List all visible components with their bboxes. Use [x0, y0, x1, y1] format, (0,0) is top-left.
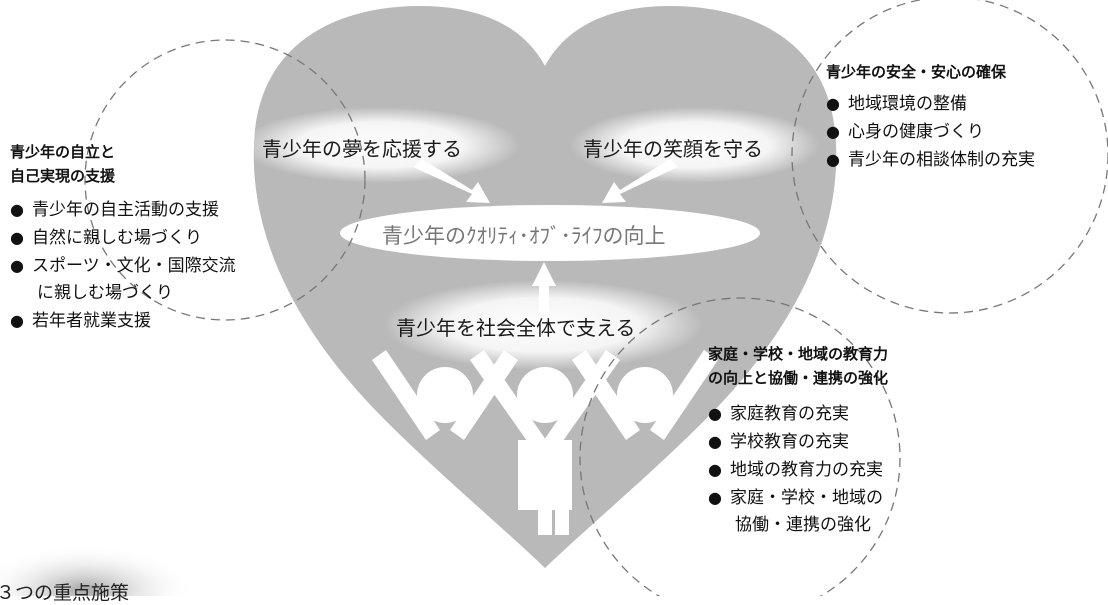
arrow-from-bottom [532, 262, 556, 323]
group-right-heading: 青少年の安全・安心の確保 [826, 63, 1007, 81]
list-item: ●青少年の相談体制の充実 [826, 150, 1035, 170]
list-item: ●地域の教育力の充実 [708, 460, 883, 480]
bullet-icon: ● [708, 432, 722, 451]
center-goal-label: 青少年のｸｵﾘﾃｨ･ｵﾌﾞ･ﾗｲﾌの向上 [382, 224, 666, 248]
list-item: ●青少年の自主活動の支援 [10, 200, 219, 220]
dashed-circle-left [84, 39, 366, 321]
glow-bottom [383, 280, 703, 370]
list-item: ●若年者就業支援 [10, 311, 151, 331]
group-right: 青少年の安全・安心の確保 ●地域環境の整備 ●心身の健康づくり ●青少年の相談体… [826, 60, 1035, 174]
bullet-icon: ● [708, 488, 722, 507]
bullet-icon: ● [826, 122, 840, 141]
bullet-icon: ● [826, 150, 840, 169]
list-item: ●地域環境の整備 [826, 94, 967, 114]
group-bottom-list: ●家庭教育の充実 ●学校教育の充実 ●地域の教育力の充実 ●家庭・学校・地域の協… [708, 400, 888, 539]
bullet-icon: ● [10, 200, 24, 219]
group-left-heading: 青少年の自立と 自己実現の支援 [10, 143, 116, 185]
bottom-left-caption: ３つの重点施策 [0, 582, 130, 604]
bullet-icon: ● [708, 404, 722, 423]
glow-top-right [570, 107, 820, 183]
arrow-from-top-left [413, 159, 490, 203]
list-item: ●心身の健康づくり [826, 122, 984, 142]
glow-top-left [240, 107, 520, 183]
bullet-icon: ● [10, 228, 24, 247]
arrow-from-top-right [602, 159, 678, 203]
top-left-phrase: 青少年の夢を応援する [262, 137, 462, 161]
bullet-icon: ● [10, 256, 24, 275]
people-figures [372, 350, 718, 535]
group-left: 青少年の自立と 自己実現の支援 ●青少年の自主活動の支援 ●自然に親しむ場づくり… [10, 140, 236, 335]
bottom-phrase: 青少年を社会全体で支える [396, 316, 636, 340]
list-item: ●学校教育の充実 [708, 432, 849, 452]
group-bottom: 家庭・学校・地域の教育力 の向上と協働・連携の強化 ●家庭教育の充実 ●学校教育… [708, 342, 888, 539]
list-item: ●自然に親しむ場づくり [10, 228, 202, 248]
glow-corner [0, 545, 195, 596]
list-item: ●家庭・学校・地域の協働・連携の強化 [708, 488, 883, 535]
group-right-list: ●地域環境の整備 ●心身の健康づくり ●青少年の相談体制の充実 [826, 90, 1035, 174]
group-bottom-heading: 家庭・学校・地域の教育力 の向上と協働・連携の強化 [708, 345, 889, 387]
top-right-phrase: 青少年の笑顔を守る [583, 137, 763, 161]
bullet-icon: ● [708, 460, 722, 479]
center-oval [340, 205, 760, 261]
bullet-icon: ● [10, 311, 24, 330]
dashed-circle-bottom [579, 297, 901, 596]
list-item: ●家庭教育の充実 [708, 404, 849, 424]
dashed-circle-right [791, 0, 1108, 314]
group-left-list: ●青少年の自主活動の支援 ●自然に親しむ場づくり ●スポーツ・文化・国際交流に親… [10, 196, 236, 335]
list-item: ●スポーツ・文化・国際交流に親しむ場づくり [10, 256, 236, 303]
bullet-icon: ● [826, 94, 840, 113]
